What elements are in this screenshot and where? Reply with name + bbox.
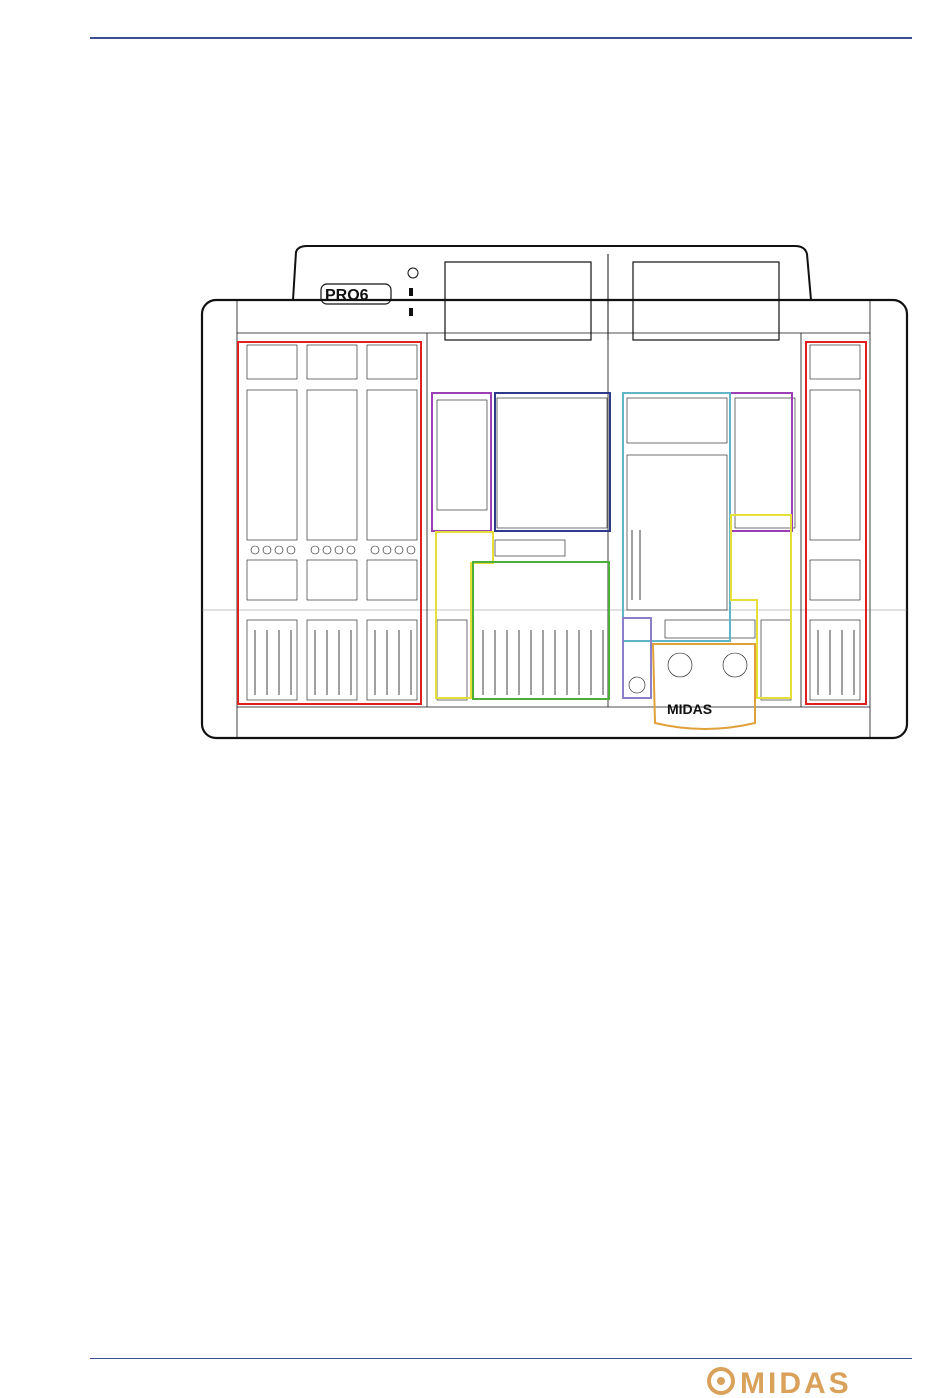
logo-mark-icon (717, 1377, 725, 1385)
console-diagram: PRO6 (195, 240, 915, 745)
indicator-lamp (409, 308, 413, 316)
midas-logo: MIDAS (706, 1366, 918, 1396)
right-fader-tracks (818, 630, 854, 695)
meter-bridge-outline (293, 246, 811, 300)
zone-aux-masters (495, 393, 610, 531)
zone-area-a (623, 618, 651, 698)
left-input-bays (247, 345, 417, 700)
left-fader-tracks (255, 630, 411, 695)
logo-text: MIDAS (740, 1367, 852, 1396)
left-knob-rows (251, 546, 415, 554)
zone-right-inputs (806, 342, 866, 704)
right-input-bay (810, 345, 860, 700)
footer-rule (90, 1358, 912, 1359)
indicator-lamp (408, 268, 418, 278)
centre-fader-tracks (483, 530, 640, 695)
zone-left-inputs (238, 342, 421, 704)
model-label: PRO6 (325, 287, 369, 304)
console-brand-label: MIDAS (667, 701, 712, 717)
zone-left-gang (436, 532, 493, 698)
indicator-lamp (409, 288, 413, 296)
zone-master-section (623, 393, 730, 641)
zone-right-channel-processing (730, 393, 792, 531)
zone-vca-faders (473, 562, 609, 699)
header-rule (90, 37, 912, 39)
